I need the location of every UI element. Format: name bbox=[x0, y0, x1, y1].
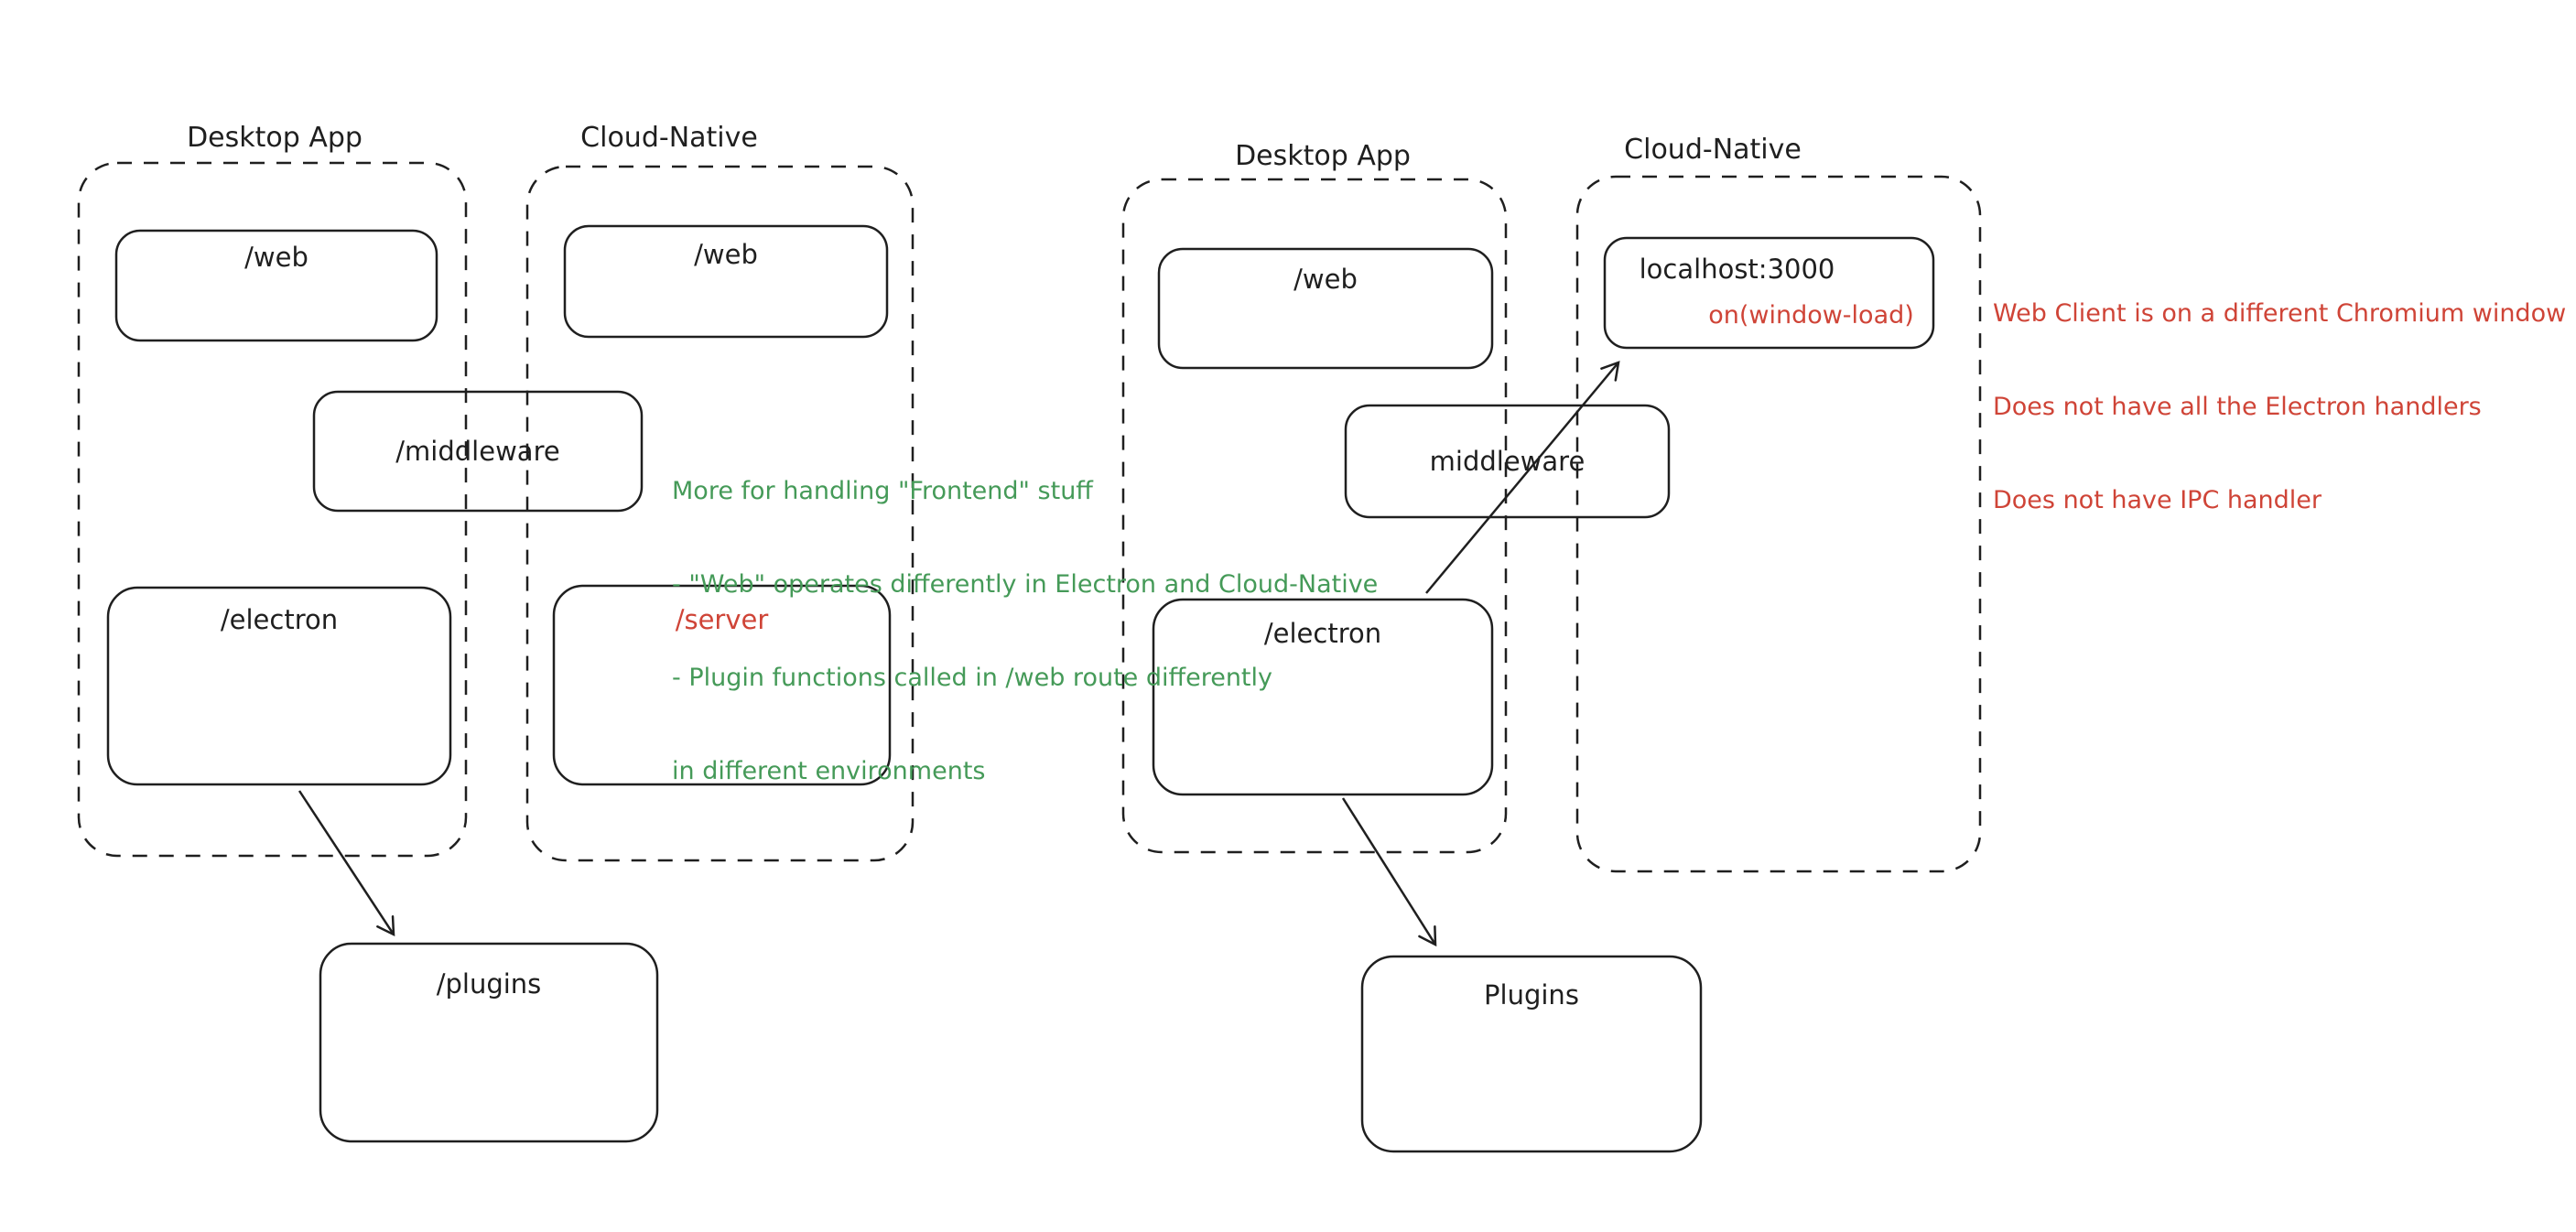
left-cloud-web-label: /web bbox=[694, 239, 758, 270]
left-desktop-web-box bbox=[114, 229, 438, 342]
green-note-line: - Plugin functions called in /web route … bbox=[672, 664, 1273, 692]
left-cloud-web-box bbox=[563, 224, 889, 339]
left-cloud-native-container bbox=[525, 165, 915, 862]
right-desktop-app-title: Desktop App bbox=[1235, 140, 1411, 172]
green-note: More for handling "Frontend" stuff - "We… bbox=[672, 414, 1423, 849]
arrow-right-electron-to-localhost bbox=[1425, 361, 1620, 594]
left-desktop-web-label: /web bbox=[244, 242, 308, 273]
left-electron-label: /electron bbox=[220, 604, 339, 635]
right-middleware-box bbox=[1344, 404, 1671, 519]
green-note-line: - "Web" operates differently in Electron… bbox=[672, 570, 1379, 599]
arrow-right-electron-to-plugins bbox=[1341, 797, 1437, 947]
red-note-line: Does not have all the Electron handlers bbox=[1993, 393, 2482, 421]
left-server-box bbox=[552, 584, 892, 786]
left-plugins-box bbox=[319, 942, 659, 1143]
right-electron-label: /electron bbox=[1263, 618, 1382, 649]
left-desktop-app-title: Desktop App bbox=[187, 122, 363, 154]
left-plugins-label: /plugins bbox=[436, 968, 542, 1000]
red-note: Web Client is on a different Chromium wi… bbox=[1993, 236, 2576, 578]
right-web-box bbox=[1157, 247, 1494, 370]
green-note-line: More for handling "Frontend" stuff bbox=[672, 477, 1093, 505]
right-plugins-box bbox=[1360, 955, 1703, 1153]
right-web-label: /web bbox=[1293, 264, 1358, 295]
right-localhost-sublabel: on(window-load) bbox=[1708, 301, 1914, 330]
right-localhost-box bbox=[1603, 236, 1935, 350]
left-desktop-app-container bbox=[77, 161, 468, 858]
right-middleware-label: middleware bbox=[1429, 446, 1586, 477]
left-cloud-native-title: Cloud-Native bbox=[580, 122, 758, 154]
red-note-line: Web Client is on a different Chromium wi… bbox=[1993, 299, 2567, 328]
right-electron-box bbox=[1152, 598, 1494, 796]
right-cloud-native-container bbox=[1575, 175, 1982, 873]
right-plugins-label: Plugins bbox=[1484, 979, 1579, 1010]
red-note-line: Does not have IPC handler bbox=[1993, 486, 2322, 514]
left-electron-box bbox=[106, 586, 452, 786]
right-localhost-label: localhost:3000 bbox=[1639, 254, 1835, 285]
right-desktop-app-container bbox=[1121, 178, 1508, 854]
right-cloud-native-title: Cloud-Native bbox=[1624, 134, 1802, 166]
left-server-label: /server bbox=[675, 604, 769, 635]
green-note-line: in different environments bbox=[672, 757, 986, 785]
arrow-left-electron-to-plugins bbox=[298, 790, 395, 937]
left-middleware-box bbox=[312, 390, 644, 513]
left-middleware-label: /middleware bbox=[395, 436, 560, 467]
